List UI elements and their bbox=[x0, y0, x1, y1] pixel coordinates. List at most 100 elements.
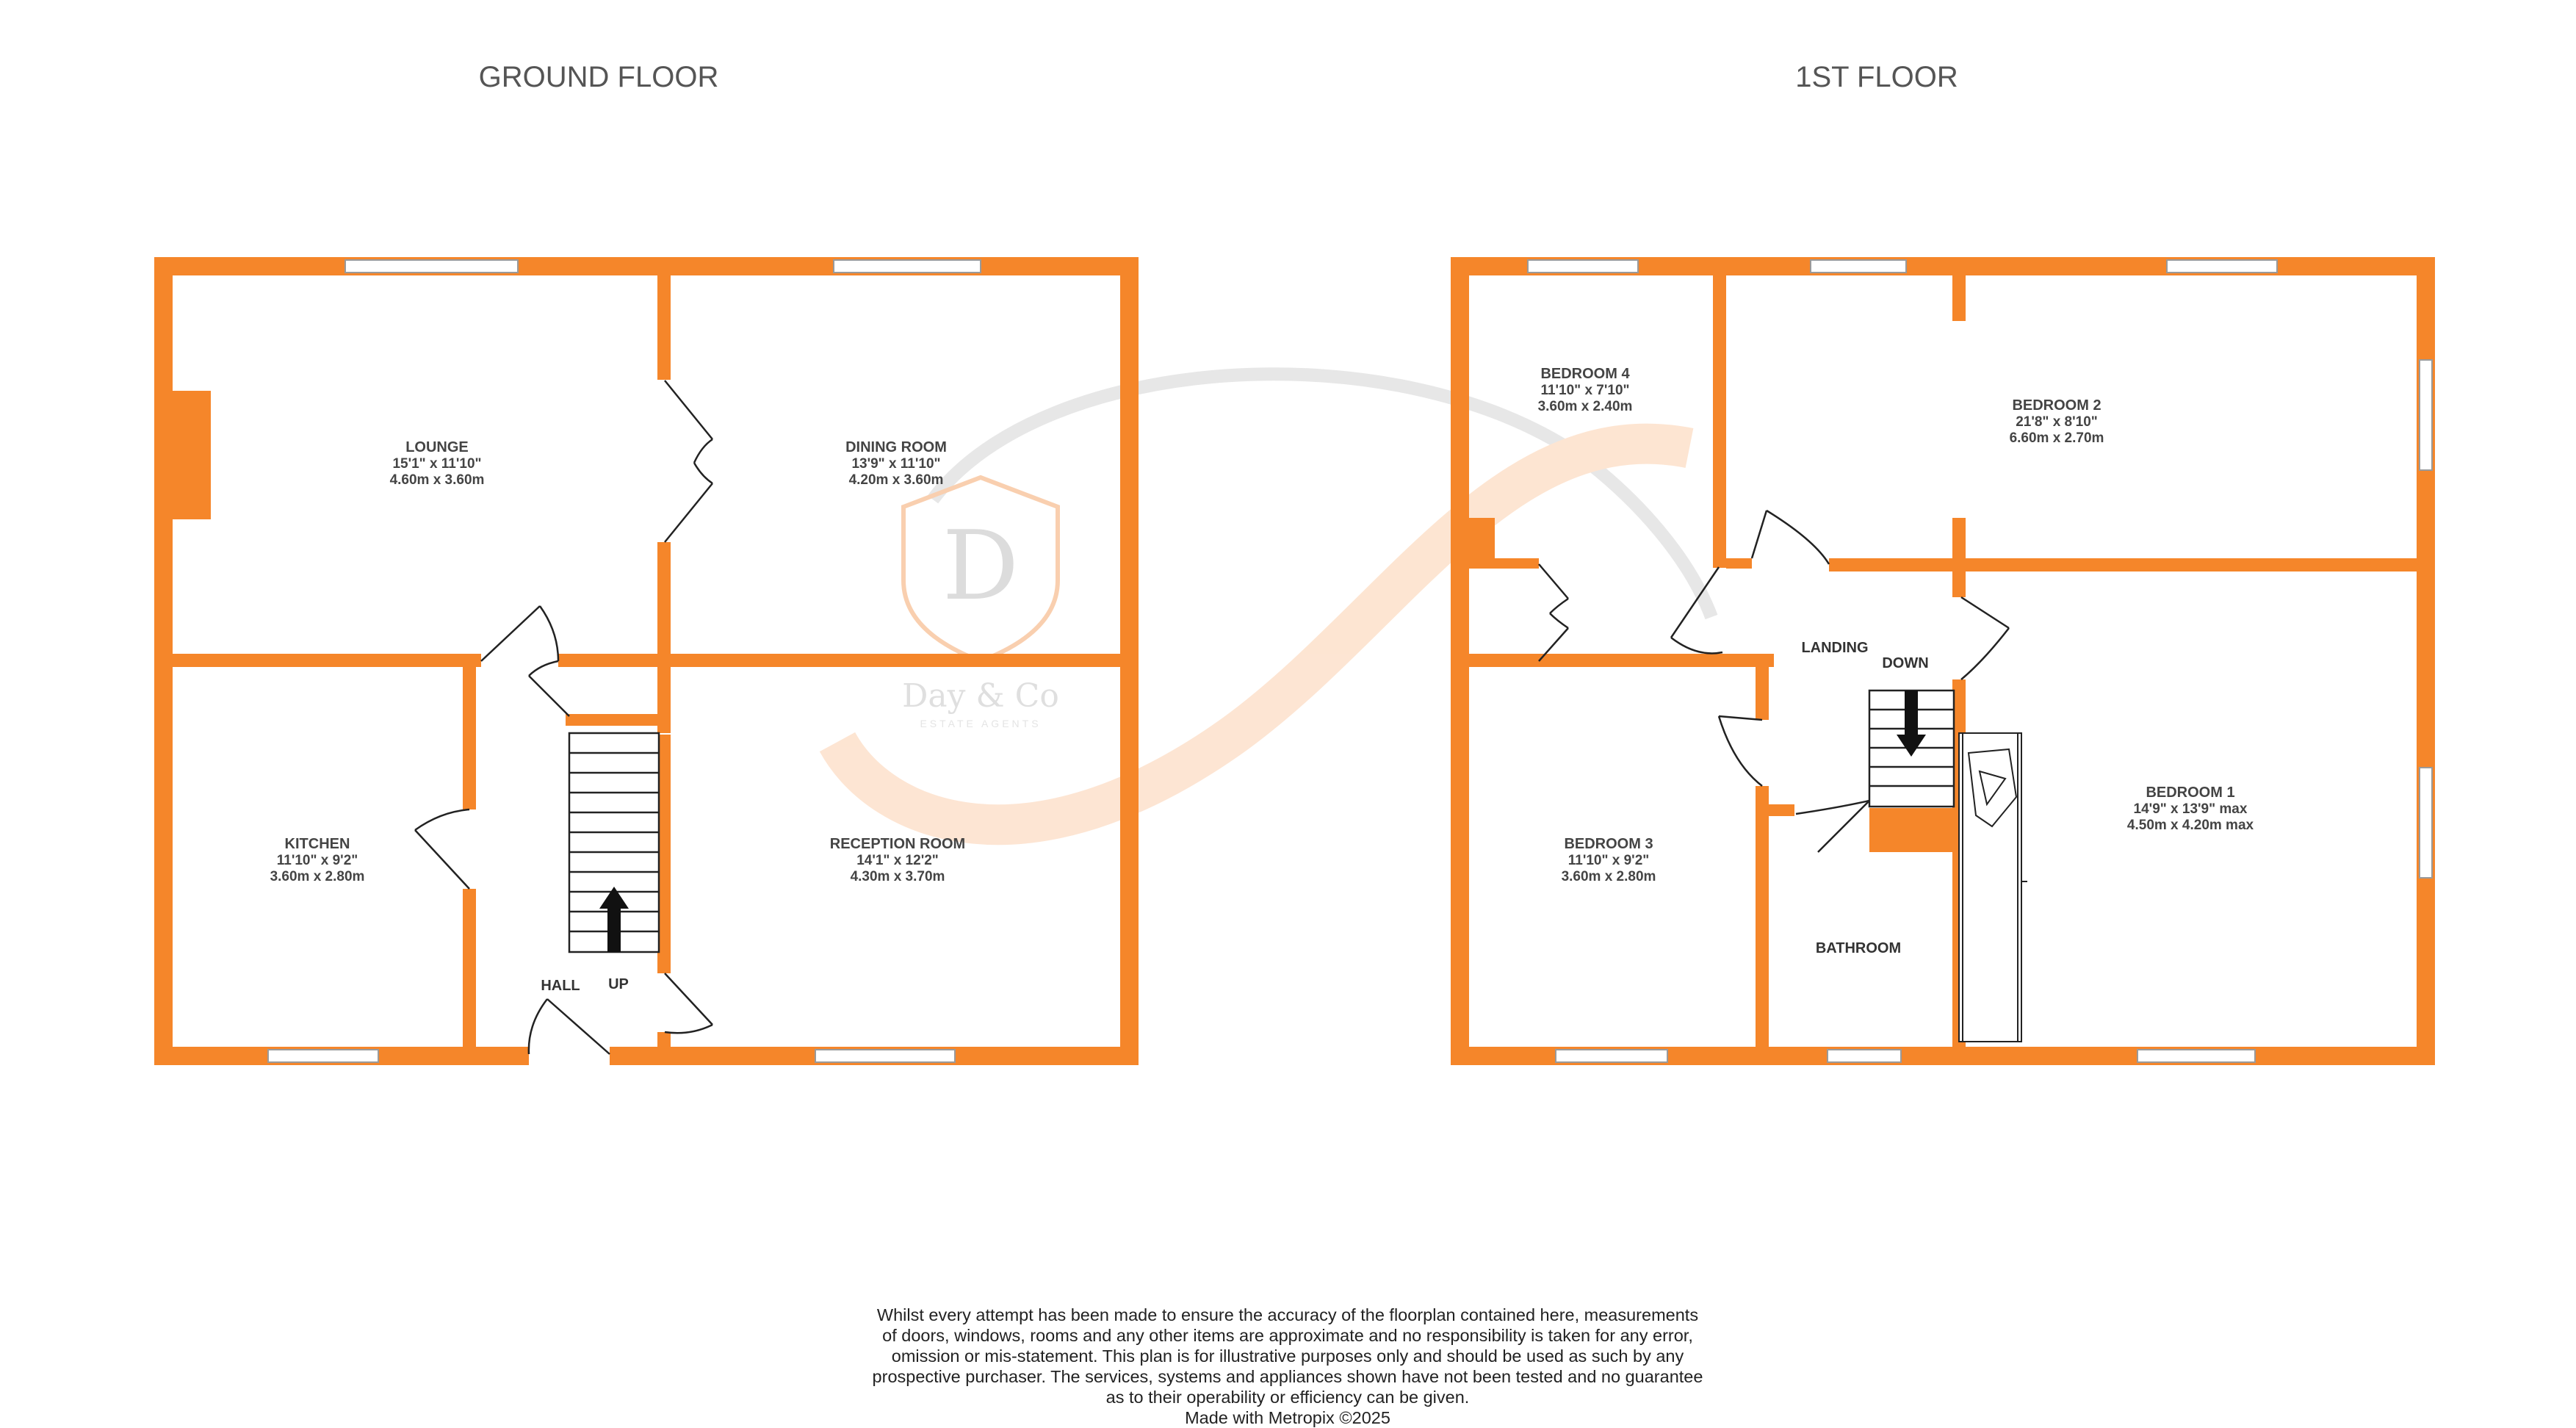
watermark-brand: Day & Co bbox=[902, 677, 1059, 715]
wardrobe-outline bbox=[1958, 732, 2022, 1042]
wall bbox=[1829, 558, 2417, 571]
arrow-up-icon bbox=[599, 887, 629, 952]
first-floor-title: 1ST FLOOR bbox=[1795, 61, 1958, 93]
window bbox=[833, 259, 981, 273]
lounge-label: LOUNGE bbox=[405, 439, 469, 455]
door bbox=[527, 998, 610, 1055]
door bbox=[664, 380, 713, 464]
watermark-tagline: ESTATE AGENTS bbox=[920, 718, 1041, 729]
wall bbox=[1469, 558, 1539, 569]
watermark-orange-swoosh bbox=[819, 423, 1694, 845]
window bbox=[1555, 1049, 1668, 1063]
ground-floor-labels: LOUNGE 15'1" x 11'10" 4.60m x 3.60m DINI… bbox=[270, 439, 966, 994]
disclaimer-line: as to their operability or efficiency ca… bbox=[1105, 1388, 1470, 1407]
ground-floor-doors bbox=[414, 380, 713, 1055]
kitchen-label: KITCHEN bbox=[285, 836, 350, 852]
dining-room-metric: 4.20m x 3.60m bbox=[849, 472, 944, 488]
kitchen-metric: 3.60m x 2.80m bbox=[270, 869, 365, 884]
door bbox=[528, 660, 570, 717]
wall bbox=[1726, 558, 1752, 569]
wall bbox=[558, 654, 1120, 667]
window bbox=[1527, 259, 1639, 273]
bedroom3-imperial: 11'10" x 9'2" bbox=[1568, 853, 1650, 868]
wall bbox=[1769, 804, 1794, 816]
door bbox=[480, 605, 560, 662]
wall bbox=[566, 714, 671, 726]
wall bbox=[1952, 518, 1966, 597]
tank-icon bbox=[1967, 748, 2018, 828]
window bbox=[2166, 259, 2278, 273]
window bbox=[2419, 767, 2433, 879]
chimney-breast bbox=[173, 391, 211, 519]
window bbox=[344, 259, 519, 273]
wall bbox=[154, 257, 1139, 275]
door bbox=[1795, 799, 1870, 853]
bedroom3-label: BEDROOM 3 bbox=[1564, 836, 1653, 852]
door bbox=[664, 973, 713, 1034]
wall bbox=[1756, 654, 1769, 720]
wall bbox=[463, 654, 476, 809]
stairs-down-label: DOWN bbox=[1882, 655, 1928, 671]
reception-room-label: RECEPTION ROOM bbox=[830, 836, 965, 852]
bedroom4-imperial: 11'10" x 7'10" bbox=[1540, 383, 1629, 398]
wall bbox=[1756, 786, 1769, 1047]
cupboard-wall bbox=[1469, 518, 1495, 558]
reception-room-metric: 4.30m x 3.70m bbox=[851, 869, 945, 884]
door bbox=[664, 462, 713, 543]
hall-label: HALL bbox=[541, 978, 580, 994]
lounge-imperial: 15'1" x 11'10" bbox=[392, 456, 481, 472]
watermark-monogram: D bbox=[942, 510, 1019, 621]
disclaimer: Whilst every attempt has been made to en… bbox=[810, 1305, 1765, 1428]
door bbox=[1960, 596, 2010, 680]
stairs-up-label: UP bbox=[608, 976, 629, 992]
door bbox=[1670, 566, 1723, 654]
door bbox=[1750, 509, 1830, 565]
first-floor-windows bbox=[1527, 259, 2433, 1063]
wall bbox=[1952, 275, 1966, 321]
dining-room-label: DINING ROOM bbox=[845, 439, 947, 455]
wall bbox=[657, 1032, 671, 1047]
kitchen-imperial: 11'10" x 9'2" bbox=[277, 853, 358, 868]
wall bbox=[1469, 654, 1774, 667]
window bbox=[1810, 259, 1907, 273]
bedroom1-label: BEDROOM 1 bbox=[2146, 785, 2234, 801]
bedroom3-metric: 3.60m x 2.80m bbox=[1562, 869, 1656, 884]
ground-floor-stairs bbox=[568, 732, 660, 953]
first-floor-stairs bbox=[1868, 689, 1955, 808]
first-floor-labels: BEDROOM 4 11'10" x 7'10" 3.60m x 2.40m B… bbox=[1538, 366, 2254, 956]
wardrobe bbox=[1958, 732, 2027, 1042]
bathroom-label: BATHROOM bbox=[1816, 940, 1901, 956]
disclaimer-line: Whilst every attempt has been made to en… bbox=[876, 1305, 1699, 1324]
wall bbox=[1451, 257, 1469, 1065]
bedroom2-label: BEDROOM 2 bbox=[2012, 397, 2101, 414]
first-floor-doors bbox=[1538, 509, 2010, 853]
window bbox=[1827, 1049, 1902, 1063]
bedroom4-metric: 3.60m x 2.40m bbox=[1538, 399, 1633, 414]
bedroom2-metric: 6.60m x 2.70m bbox=[2010, 430, 2104, 446]
watermark: D Day & Co ESTATE AGENTS bbox=[819, 367, 1718, 845]
wall bbox=[154, 257, 173, 1065]
wall bbox=[657, 275, 671, 380]
wall bbox=[1120, 257, 1139, 1065]
wall bbox=[657, 542, 671, 666]
wall bbox=[463, 889, 476, 1047]
wall bbox=[173, 654, 481, 667]
metropix-credit: Made with Metropix ©2025 bbox=[1185, 1408, 1390, 1427]
wall bbox=[657, 654, 671, 733]
door bbox=[1538, 563, 1569, 614]
dining-room-imperial: 13'9" x 11'10" bbox=[851, 456, 940, 472]
window bbox=[267, 1049, 379, 1063]
window bbox=[815, 1049, 956, 1063]
door bbox=[1538, 613, 1569, 662]
disclaimer-line: prospective purchaser. The services, sys… bbox=[872, 1367, 1703, 1386]
ground-floor-title: GROUND FLOOR bbox=[479, 61, 719, 93]
bedroom2-imperial: 21'8" x 8'10" bbox=[2016, 414, 2098, 430]
arrow-down-icon bbox=[1897, 690, 1926, 757]
disclaimer-line: omission or mis-statement. This plan is … bbox=[891, 1346, 1684, 1366]
ground-floor-windows bbox=[267, 259, 981, 1063]
bedroom4-label: BEDROOM 4 bbox=[1540, 366, 1630, 382]
door bbox=[414, 808, 470, 890]
bedroom1-metric: 4.50m x 4.20m max bbox=[2127, 818, 2254, 833]
landing-label: LANDING bbox=[1801, 640, 1868, 656]
